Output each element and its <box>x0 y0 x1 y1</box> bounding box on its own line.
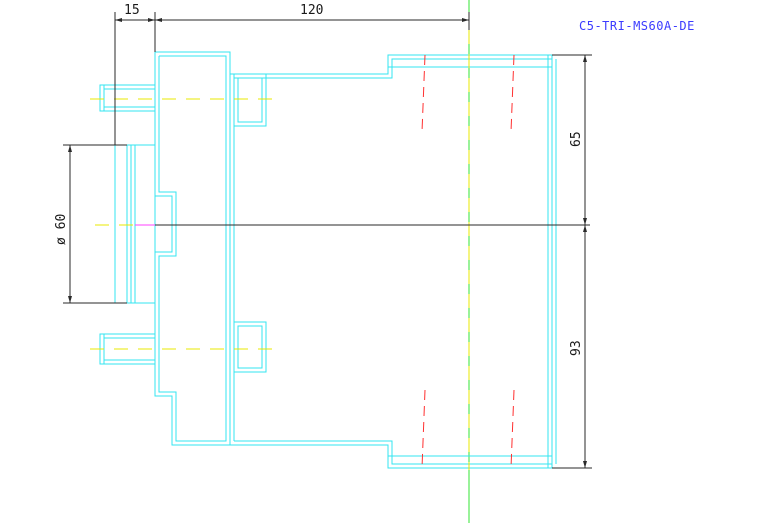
dim-diameter-60-label: ø 60 <box>54 214 69 245</box>
part-outline <box>99 51 557 469</box>
hidden-lines <box>421 54 515 469</box>
dim-120-label: 120 <box>300 3 323 18</box>
dimension-lines <box>63 12 592 469</box>
center-lines <box>90 30 470 470</box>
part-code-label: C5-TRI-MS60A-DE <box>579 19 695 33</box>
dim-65-label: 65 <box>569 131 584 147</box>
dim-15-label: 15 <box>124 3 140 18</box>
dim-93-label: 93 <box>569 340 584 356</box>
